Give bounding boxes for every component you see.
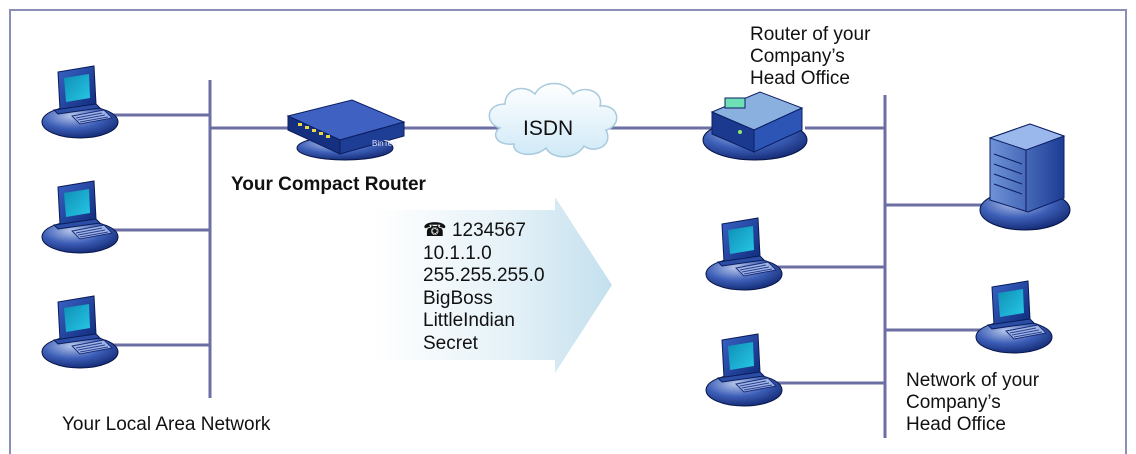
user-two: LittleIndian — [423, 310, 515, 331]
phone-row: ☎ 1234567 — [423, 220, 545, 243]
head-office-router-label-line-1: Router of your — [750, 24, 871, 45]
ip-address: 10.1.1.0 — [423, 242, 492, 264]
lan-computer-icon-1 — [41, 65, 119, 139]
head-office-router-label: Router of your Company’s Head Office — [750, 24, 870, 90]
compact-router-icon: BinTec — [286, 99, 406, 161]
router-brand-label: BinTec — [372, 139, 396, 148]
server-icon — [979, 123, 1071, 231]
head-office-computer-icon-2 — [705, 333, 783, 407]
head-office-network-label: Network of your Company’s Head Office — [906, 370, 1039, 436]
head-office-network-label-line-2: Company’s — [906, 392, 1001, 413]
phone-icon: ☎ — [423, 220, 447, 241]
phone-number: 1234567 — [451, 220, 526, 241]
head-office-computer-icon-1 — [705, 217, 783, 291]
user-one: BigBoss — [423, 287, 493, 309]
head-office-computer-icon-3 — [975, 280, 1053, 354]
lan-computer-icon-3 — [41, 295, 119, 369]
lan-label: Your Local Area Network — [62, 414, 271, 435]
head-office-router-label-line-3: Head Office — [750, 68, 850, 89]
configuration-arrow — [374, 197, 612, 373]
isdn-label: ISDN — [523, 117, 574, 140]
password: Secret — [423, 332, 478, 354]
netmask: 255.255.255.0 — [423, 265, 545, 286]
compact-router-label: Your Compact Router — [231, 174, 426, 195]
head-office-network-label-line-3: Head Office — [906, 414, 1006, 435]
cloud-icon — [488, 82, 618, 158]
lan-computer-icon-2 — [41, 180, 119, 254]
head-office-router-icon — [702, 91, 808, 161]
lan-network-lines — [105, 80, 990, 438]
head-office-router-label-line-2: Company’s — [750, 46, 845, 67]
head-office-network-label-line-1: Network of your — [906, 370, 1040, 391]
configuration-values: ☎ 1234567 10.1.1.0 255.255.255.0 BigBoss… — [423, 220, 545, 355]
